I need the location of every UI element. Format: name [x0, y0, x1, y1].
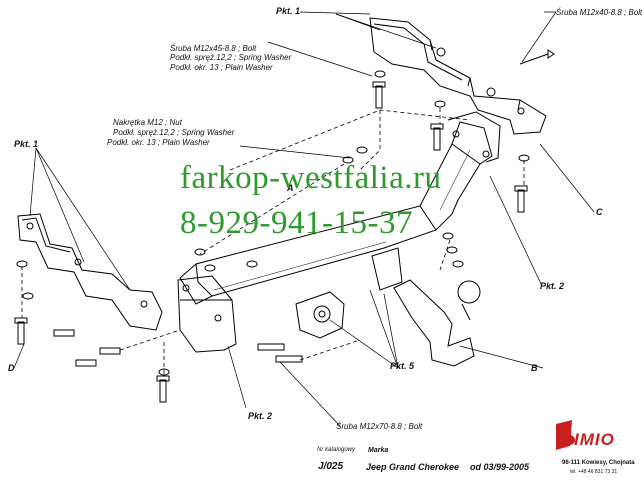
- watermark-phone: 8-929-941-15-37: [180, 205, 413, 241]
- brand-label: Marka: [368, 447, 389, 454]
- catalog-number: J/025: [318, 461, 344, 472]
- production-date: od 03/99-2005: [470, 462, 530, 472]
- electrical-socket: [295, 291, 345, 339]
- note-bolt-mid-1: Śruba M12x45-8.8 ; Bolt: [170, 44, 257, 53]
- vehicle-model: Jeep Grand Cherokee: [366, 462, 460, 472]
- note-nut-2: Podkł. spręż.12,2 ; Spring Washer: [113, 128, 235, 137]
- note-bolt-mid-2: Podkł. spręż.12,2 ; Spring Washer: [170, 53, 292, 62]
- bracket-d: [17, 213, 163, 331]
- label-d: D: [8, 363, 15, 373]
- label-pkt1-top: Pkt. 1: [276, 6, 301, 16]
- ball-neck: [371, 247, 481, 367]
- bracket-c: [369, 17, 555, 135]
- note-bolt-mid-3: Podkł. okr. 13 ; Plain Washer: [170, 63, 273, 72]
- label-c: C: [596, 207, 603, 217]
- note-nut-3: Podkł. okr. 13 ; Plain Washer: [107, 138, 210, 147]
- leader-lines: [13, 11, 595, 427]
- fasteners: [14, 70, 530, 403]
- label-b: B: [531, 363, 538, 373]
- assembly-lines: [21, 108, 525, 374]
- note-bolt-bottom: Śruba M12x70-8.8 ; Bolt: [336, 422, 423, 431]
- label-pkt1-left: Pkt. 1: [14, 139, 39, 149]
- label-pkt5: Pkt. 5: [390, 361, 415, 371]
- label-a: A: [287, 183, 294, 193]
- imio-logo-mark: [556, 420, 575, 450]
- logo-address: 96-111 Kowiesy, Chojnata: [562, 460, 635, 466]
- hatched-shading: [211, 149, 471, 297]
- logo-phone: tel. +48 46 831 73 31: [570, 469, 618, 475]
- watermark-site: farkop-westfalia.ru: [180, 160, 442, 196]
- label-pkt2-bottom: Pkt. 2: [248, 411, 273, 421]
- note-bolt-top: Śruba M12x40-8.8 ; Bolt: [556, 8, 642, 17]
- note-nut-1: Nakrętka M12 ; Nut: [113, 118, 182, 127]
- label-pkt2-right: Pkt. 2: [540, 281, 565, 291]
- imio-logo: IMIO: [574, 430, 615, 449]
- catalog-label: Nr katalogowy: [317, 447, 356, 453]
